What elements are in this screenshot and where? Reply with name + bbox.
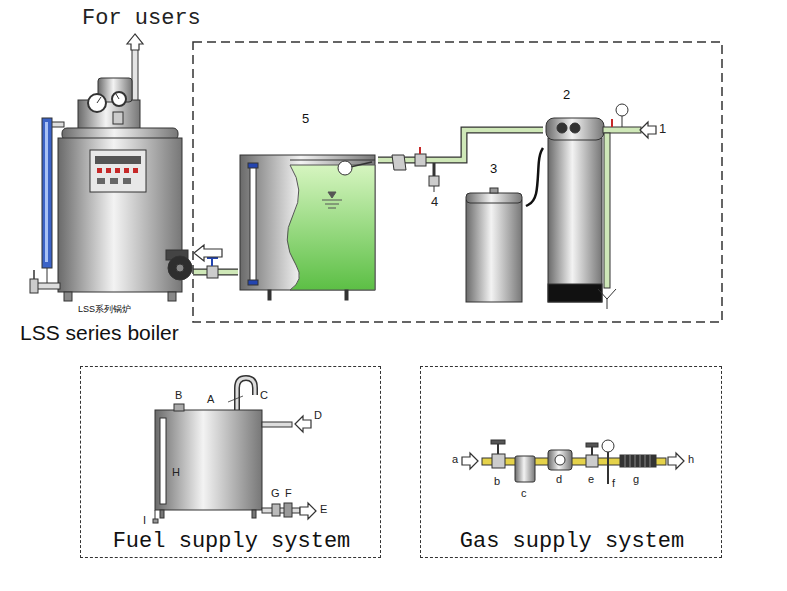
part-letter: D xyxy=(314,409,322,422)
boiler xyxy=(30,34,222,301)
brine-tank xyxy=(466,188,522,302)
boiler-plate: LSS系列锅炉 xyxy=(78,304,131,314)
group-caption: Fuel supply system xyxy=(110,529,354,554)
part-letter: e xyxy=(588,473,594,486)
callout-number: 1 xyxy=(659,122,666,137)
part-letter: g xyxy=(633,473,639,486)
system-group: Fuel supply system xyxy=(80,366,381,558)
brine-tank: 3 xyxy=(462,162,526,302)
part-letter: I xyxy=(143,514,146,527)
part-letter: A xyxy=(207,393,214,406)
part-letter: C xyxy=(260,389,268,402)
part-letter: G xyxy=(271,487,280,500)
part-letter: d xyxy=(556,473,562,486)
region-border xyxy=(193,42,722,322)
part-letter: a xyxy=(452,453,458,466)
part-letter: F xyxy=(285,487,292,500)
system-group: Gas supply system xyxy=(420,366,722,558)
part-letter: c xyxy=(521,487,527,500)
water-tank xyxy=(240,147,439,300)
boiler-name: LSS series boiler xyxy=(20,321,179,345)
part-letter: h xyxy=(688,453,694,466)
part-letter: b xyxy=(494,475,500,488)
callout-number: 4 xyxy=(431,195,438,210)
brine-hose xyxy=(526,148,543,206)
softener: 2 xyxy=(543,88,607,302)
callout-number: 5 xyxy=(302,112,309,127)
callout-number: 2 xyxy=(563,88,570,103)
outlet-label: For users xyxy=(82,6,201,31)
part-letter: f xyxy=(612,477,615,490)
water-tank: 5 xyxy=(238,112,378,292)
part-letter: E xyxy=(320,503,327,516)
callout-number: 3 xyxy=(490,162,497,177)
part-letter: B xyxy=(175,389,182,402)
boiler: LSS系列锅炉 LSS series boiler xyxy=(18,70,193,350)
softener xyxy=(546,104,656,309)
hose-line xyxy=(526,148,543,206)
group-caption: Gas supply system xyxy=(457,529,687,554)
part-letter: H xyxy=(172,466,180,479)
fuel-tank xyxy=(153,378,316,523)
